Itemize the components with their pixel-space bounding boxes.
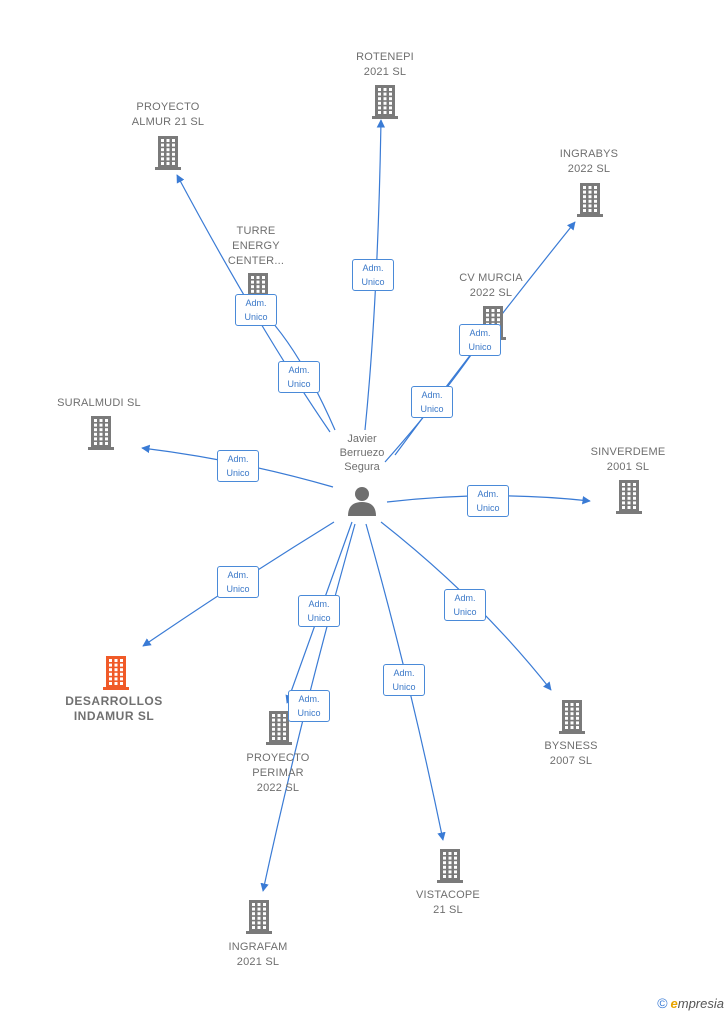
building-icon-vistacope[interactable] bbox=[437, 849, 463, 883]
company-label-vistacope[interactable]: VISTACOPE 21 SL bbox=[416, 889, 480, 916]
edge-label-proyecto-perimar[interactable]: Adm. Unico bbox=[298, 595, 340, 627]
building-icon-ingrabys[interactable] bbox=[577, 183, 603, 217]
company-label-rotenepi[interactable]: ROTENEPI 2021 SL bbox=[356, 51, 414, 78]
edge-label-vistacope[interactable]: Adm. Unico bbox=[383, 664, 425, 696]
person-name[interactable]: Javier Berruezo Segura bbox=[339, 433, 385, 473]
company-label-desarrollos-indamur[interactable]: DESARROLLOS INDAMUR SL bbox=[65, 694, 163, 723]
brand-logo-e: e bbox=[670, 996, 678, 1011]
building-icon-sinverdeme[interactable] bbox=[616, 480, 642, 514]
company-label-suralmudi[interactable]: SURALMUDI SL bbox=[57, 397, 141, 409]
edge-label-desarrollos-indamur[interactable]: Adm. Unico bbox=[217, 566, 259, 598]
copyright-icon: © bbox=[657, 995, 668, 1011]
edge-label-cv-murcia[interactable]: Adm. Unico bbox=[411, 386, 453, 418]
company-label-ingrabys[interactable]: INGRABYS 2022 SL bbox=[559, 148, 619, 175]
company-label-proyecto-almur[interactable]: PROYECTO ALMUR 21 SL bbox=[131, 101, 205, 128]
icons-layer bbox=[88, 85, 642, 934]
edge-label-proyecto-almur[interactable]: Adm. Unico bbox=[235, 294, 277, 326]
person-icon[interactable] bbox=[348, 487, 376, 516]
edge-label-sinverdeme[interactable]: Adm. Unico bbox=[467, 485, 509, 517]
brand-logo-text: mpresia bbox=[677, 996, 724, 1011]
edge-label-turre-energy[interactable]: Adm. Unico bbox=[278, 361, 320, 393]
company-label-bysness[interactable]: BYSNESS 2007 SL bbox=[544, 740, 598, 767]
edge-label-suralmudi[interactable]: Adm. Unico bbox=[217, 450, 259, 482]
building-icon-proyecto-perimar[interactable] bbox=[266, 711, 292, 745]
building-icon-bysness[interactable] bbox=[559, 700, 585, 734]
edge-label-rotenepi[interactable]: Adm. Unico bbox=[352, 259, 394, 291]
brand-footer: ©empresia bbox=[657, 995, 724, 1011]
edge-label-bysness[interactable]: Adm. Unico bbox=[444, 589, 486, 621]
edge-label-ingrafam[interactable]: Adm. Unico bbox=[288, 690, 330, 722]
company-label-ingrafam[interactable]: INGRAFAM 2021 SL bbox=[228, 941, 288, 968]
company-label-turre-energy[interactable]: TURRE ENERGY CENTER... bbox=[227, 225, 285, 267]
company-label-proyecto-perimar[interactable]: PROYECTO PERIMAR 2022 SL bbox=[246, 752, 310, 794]
building-icon-ingrafam[interactable] bbox=[246, 900, 272, 934]
building-icon-desarrollos-indamur[interactable] bbox=[103, 656, 129, 690]
company-label-cv-murcia[interactable]: CV MURCIA 2022 SL bbox=[459, 272, 523, 299]
company-label-sinverdeme[interactable]: SINVERDEME 2001 SL bbox=[590, 446, 666, 473]
building-icon-rotenepi[interactable] bbox=[372, 85, 398, 119]
edge-label-ingrabys[interactable]: Adm. Unico bbox=[459, 324, 501, 356]
building-icon-suralmudi[interactable] bbox=[88, 416, 114, 450]
building-icon-proyecto-almur[interactable] bbox=[155, 136, 181, 170]
